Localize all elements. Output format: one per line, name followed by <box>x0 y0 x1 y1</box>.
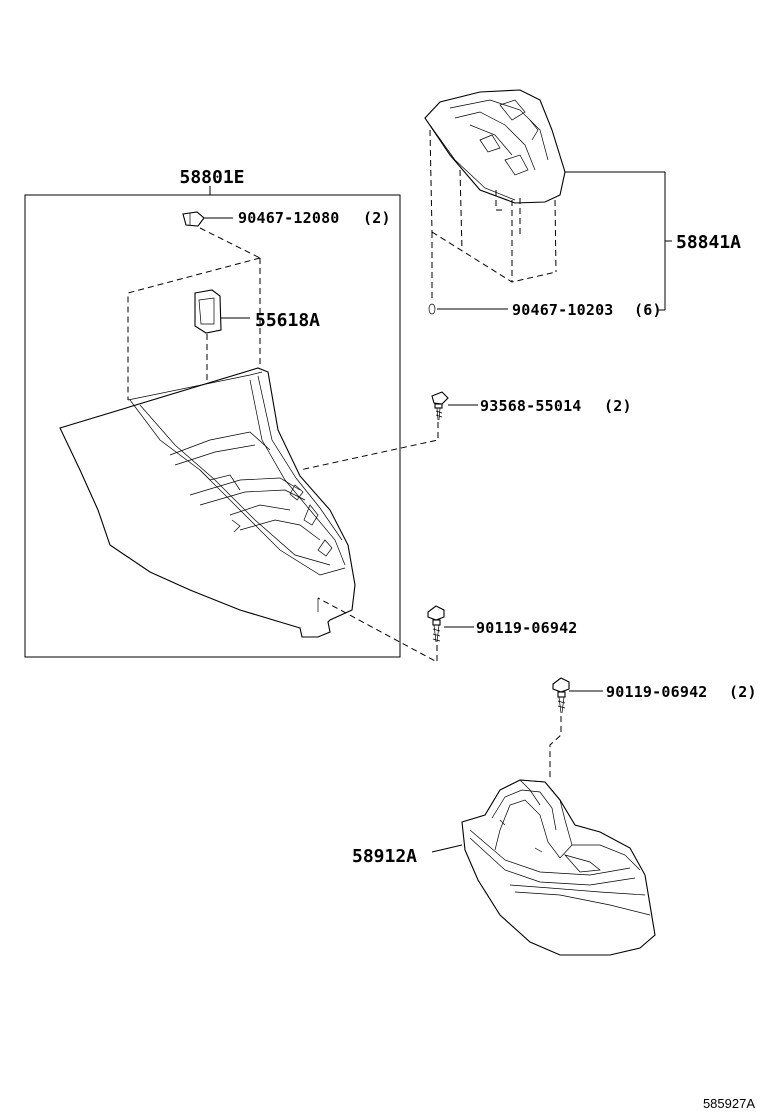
label-console-bolt: 90119-06942 <box>476 619 578 637</box>
label-cover-clip: 90467-10203 <box>512 301 614 319</box>
label-58801E: 58801E <box>179 167 244 188</box>
label-rear-bolt: 90119-06942 <box>606 683 708 701</box>
console-bolt-part: 90119-06942 <box>317 597 578 663</box>
console-assembly-frame: 58801E <box>24 167 401 658</box>
lever-cover-callout: 58841A 90467-10203 (6) <box>437 171 741 319</box>
label-rear-console: 58912A <box>352 846 417 867</box>
reference-code: 585927A <box>703 1096 755 1111</box>
label-bracket: 55618A <box>255 310 320 331</box>
label-upper-clip-qty: (2) <box>363 209 391 227</box>
label-upper-screw-qty: (2) <box>604 397 632 415</box>
label-upper-clip: 90467-12080 <box>238 209 340 227</box>
rear-console-part: 58912A <box>352 779 656 956</box>
lever-cover-part <box>424 89 566 315</box>
rear-bolt-part: 90119-06942 (2) <box>511 677 757 906</box>
label-cover-clip-qty: (6) <box>634 301 662 319</box>
label-rear-bolt-qty: (2) <box>729 683 757 701</box>
upper-clip-part: 90467-12080 (2) <box>182 209 391 259</box>
label-upper-screw: 93568-55014 <box>480 397 582 415</box>
label-lever-cover: 58841A <box>676 232 741 253</box>
console-body <box>59 367 356 638</box>
upper-screw-part: 93568-55014 (2) <box>299 391 632 471</box>
